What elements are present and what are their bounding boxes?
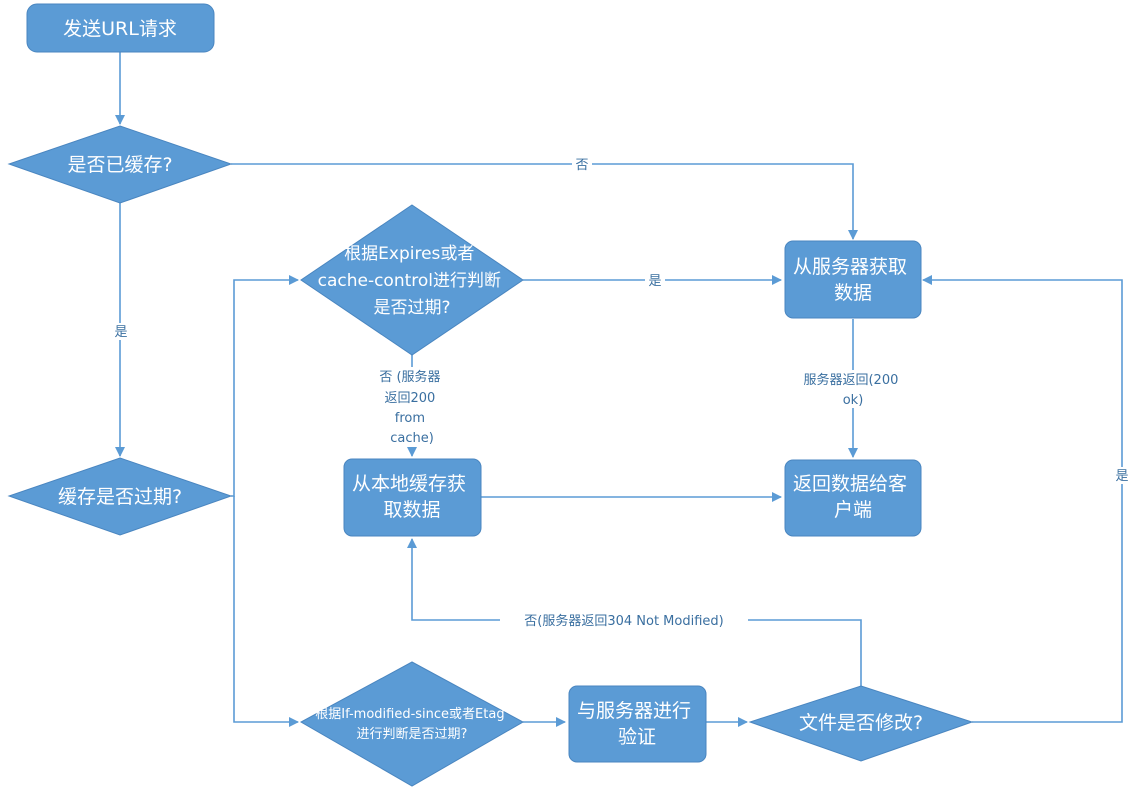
edge-is-cached-no <box>231 163 858 240</box>
edge-cache-expired-to-check-modified <box>233 496 299 727</box>
node-send-request: 发送URL请求 <box>26 3 215 53</box>
node-validate-server: 与服务器进行 验证 <box>568 685 707 763</box>
node-fetch-server: 从服务器获取 数据 <box>784 240 922 319</box>
node-check-modified-label: 根据If-modified-since或者Etag 进行判断是否过期? <box>315 707 508 742</box>
node-send-request-label: 发送URL请求 <box>63 18 177 40</box>
label-is-cached-yes: 是 <box>114 325 127 340</box>
edge-file-modified-yes <box>922 275 1123 723</box>
label-no-304: 否(服务器返回304 Not Modified) <box>524 613 723 629</box>
node-is-cached-label: 是否已缓存? <box>67 154 172 176</box>
node-check-expires: 根据Expires或者 cache-control进行判断 是否过期? <box>300 204 524 356</box>
node-local-cache-label: 从本地缓存获 取数据 <box>352 473 472 521</box>
node-cache-expired-label: 缓存是否过期? <box>58 486 182 508</box>
node-local-cache: 从本地缓存获 取数据 <box>343 458 482 537</box>
label-file-modified-yes: 是 <box>1115 469 1128 484</box>
edge-labels: 否 是 是 否 (服务器 返回200 from cache) 服务器返回(200… <box>111 156 1132 629</box>
node-file-modified: 文件是否修改? <box>748 685 974 762</box>
node-fetch-server-label: 从服务器获取 数据 <box>793 256 913 304</box>
label-is-cached-no: 否 <box>575 158 588 173</box>
node-check-expires-label: 根据Expires或者 cache-control进行判断 是否过期? <box>318 244 507 318</box>
node-return-client-label: 返回数据给客 户端 <box>793 473 913 521</box>
node-validate-server-label: 与服务器进行 验证 <box>577 700 697 748</box>
node-check-modified: 根据If-modified-since或者Etag 进行判断是否过期? <box>299 661 525 787</box>
node-return-client: 返回数据给客 户端 <box>784 459 922 537</box>
node-is-cached: 是否已缓存? <box>7 125 233 204</box>
label-check-expires-yes: 是 <box>648 274 661 289</box>
edge-cache-expired-to-check-expires <box>231 275 299 497</box>
node-cache-expired: 缓存是否过期? <box>7 457 233 536</box>
label-server-200-ok: 服务器返回(200 ok) <box>803 372 902 408</box>
node-file-modified-label: 文件是否修改? <box>799 712 923 734</box>
label-no-200-from-cache: 否 (服务器 返回200 from cache) <box>379 369 444 446</box>
